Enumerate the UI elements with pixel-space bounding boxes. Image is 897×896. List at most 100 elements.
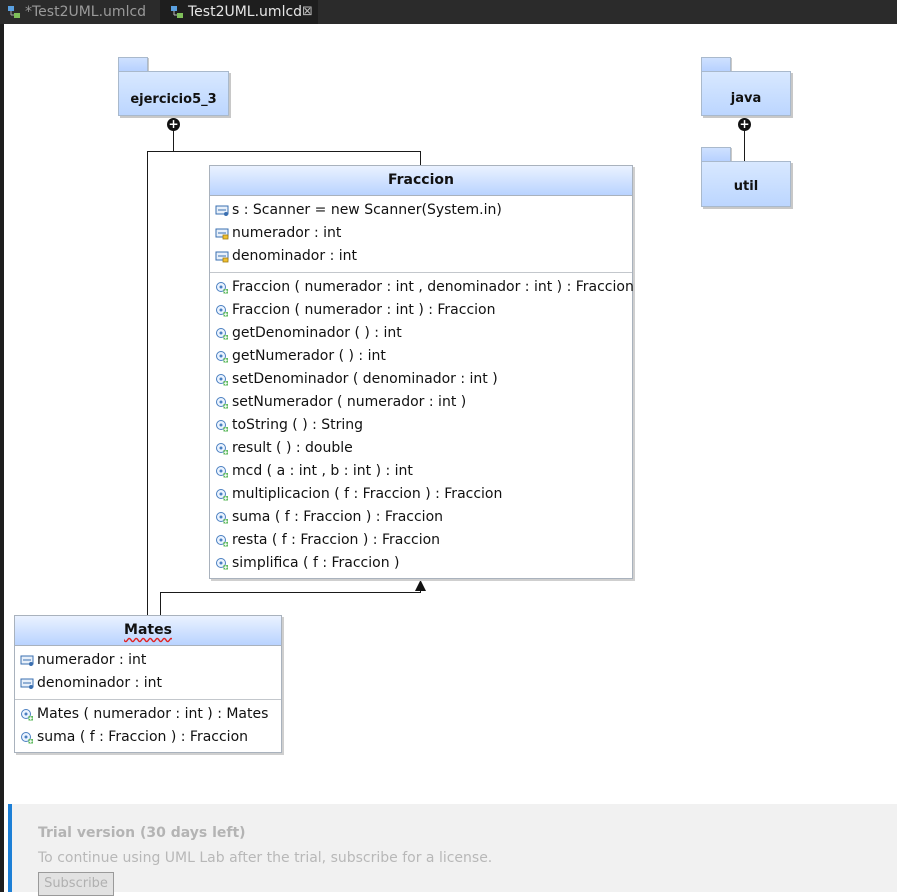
package-name: util [733,179,759,194]
method-icon [216,305,228,317]
trial-message: To continue using UML Lab after the tria… [38,850,493,866]
attribute-row-label: denominador : int [232,248,357,264]
operation-row-label: resta ( f : Fraccion ) : Fraccion [232,532,441,548]
attribute-compartment: s : Scanner = new Scanner(System.in) nume… [210,196,632,273]
operation-compartment: Fraccion ( numerador : int , denominador… [210,273,634,579]
field-icon [20,678,34,689]
operation-row-label: Mates ( numerador : int ) : Mates [37,706,269,722]
containment-plus-icon: + [738,117,751,131]
method-icon [216,535,228,547]
operation-row[interactable]: mcd ( a : int , b : int ) : int [210,460,632,483]
attribute-row[interactable]: denominador : int [15,672,281,695]
operation-row[interactable]: simplifica ( f : Fraccion ) [210,552,632,575]
operation-row[interactable]: result ( ) : double [210,437,632,460]
attribute-row-label: numerador : int [37,652,147,668]
containment-connector [173,130,174,152]
operation-row-label: suma ( f : Fraccion ) : Fraccion [232,509,444,525]
operation-row[interactable]: Mates ( numerador : int ) : Mates [15,703,281,726]
attribute-row-label: denominador : int [37,675,162,691]
method-icon [216,512,228,524]
attribute-row-label: numerador : int [232,225,342,241]
operation-row[interactable]: resta ( f : Fraccion ) : Fraccion [210,529,632,552]
package-tab [701,147,731,162]
containment-plus-icon: + [167,117,180,131]
operation-row[interactable]: toString ( ) : String [210,414,632,437]
operation-row-label: toString ( ) : String [232,417,364,433]
method-icon [216,282,228,294]
operation-row-label: getNumerador ( ) : int [232,348,386,364]
class-fraccion[interactable]: Fraccion s : Scanner = new Scanner(Syste… [209,165,634,579]
operation-row-label: result ( ) : double [232,440,353,456]
package-java[interactable]: java [701,71,791,116]
operation-row-label: Fraccion ( numerador : int ) : Fraccion [232,302,496,318]
field-icon [20,655,34,666]
tab-label: Test2UML.umlcd [188,4,303,20]
method-icon [216,397,228,409]
attribute-row[interactable]: numerador : int [15,649,281,672]
class-diagram-icon [8,6,20,18]
private-field-icon [215,251,229,263]
operation-row-label: mcd ( a : int , b : int ) : int [232,463,413,479]
package-name: java [730,91,762,106]
arrow-head-icon [415,580,426,591]
editor-left-border [0,24,4,892]
method-icon [216,489,228,501]
banner-accent-bar [8,804,12,892]
attribute-row[interactable]: numerador : int [210,222,632,245]
package-tab [701,57,731,72]
association-connector [160,592,421,593]
operation-row-label: getDenominador ( ) : int [232,325,402,341]
class-name: Fraccion [210,166,632,196]
attribute-row[interactable]: denominador : int [210,245,632,268]
trial-banner: Trial version (30 days left) To continue… [8,804,897,896]
package-util[interactable]: util [701,161,791,207]
method-icon [21,709,33,721]
containment-connector [420,151,421,166]
operation-row-label: suma ( f : Fraccion ) : Fraccion [37,729,249,745]
operation-row[interactable]: suma ( f : Fraccion ) : Fraccion [15,726,281,749]
attribute-compartment: numerador : int denominador : int [15,646,281,700]
operation-row-label: simplifica ( f : Fraccion ) [232,555,400,571]
operation-row[interactable]: setNumerador ( numerador : int ) [210,391,632,414]
operation-row[interactable]: suma ( f : Fraccion ) : Fraccion [210,506,632,529]
operation-compartment: Mates ( numerador : int ) : Mates suma ( … [15,700,281,753]
operation-row-label: multiplicacion ( f : Fraccion ) : Fracci… [232,486,503,502]
trial-title: Trial version (30 days left) [38,825,246,841]
method-icon [216,351,228,363]
operation-row-label: setNumerador ( numerador : int ) [232,394,467,410]
operation-row[interactable]: getNumerador ( ) : int [210,345,632,368]
method-icon [216,558,228,570]
package-name: ejercicio5_3 [130,92,217,107]
method-icon [21,732,33,744]
method-icon [216,420,228,432]
operation-row[interactable]: getDenominador ( ) : int [210,322,632,345]
subscribe-button[interactable]: Subscribe [38,872,114,896]
field-icon [215,205,229,216]
close-icon[interactable]: ⊠ [302,4,313,19]
operation-row-label: setDenominador ( denominador : int ) [232,371,498,387]
class-diagram-icon [171,6,183,18]
class-name: Mates [15,616,281,646]
tab-test2uml-dirty[interactable]: *Test2UML.umlcd [0,0,160,24]
containment-connector [147,151,421,152]
association-connector [160,592,161,615]
editor-tab-bar: *Test2UML.umlcd Test2UML.umlcd ⊠ [0,0,897,24]
method-icon [216,466,228,478]
tab-test2uml[interactable]: Test2UML.umlcd ⊠ [160,0,318,24]
attribute-row-label: s : Scanner = new Scanner(System.in) [232,202,502,218]
operation-row[interactable]: multiplicacion ( f : Fraccion ) : Fracci… [210,483,632,506]
package-ejercicio5-3[interactable]: ejercicio5_3 [118,71,229,116]
operation-row[interactable]: setDenominador ( denominador : int ) [210,368,632,391]
class-mates[interactable]: Mates numerador : int denominador : int M… [14,615,282,753]
method-icon [216,374,228,386]
operation-row[interactable]: Fraccion ( numerador : int , denominador… [210,276,634,299]
method-icon [216,443,228,455]
package-tab [118,57,148,72]
operation-row[interactable]: Fraccion ( numerador : int ) : Fraccion [210,299,632,322]
tab-label: *Test2UML.umlcd [25,4,147,20]
attribute-row[interactable]: s : Scanner = new Scanner(System.in) [210,199,632,222]
method-icon [216,328,228,340]
private-field-icon [215,228,229,240]
operation-row-label: Fraccion ( numerador : int , denominador… [232,279,634,295]
association-connector [420,590,421,593]
